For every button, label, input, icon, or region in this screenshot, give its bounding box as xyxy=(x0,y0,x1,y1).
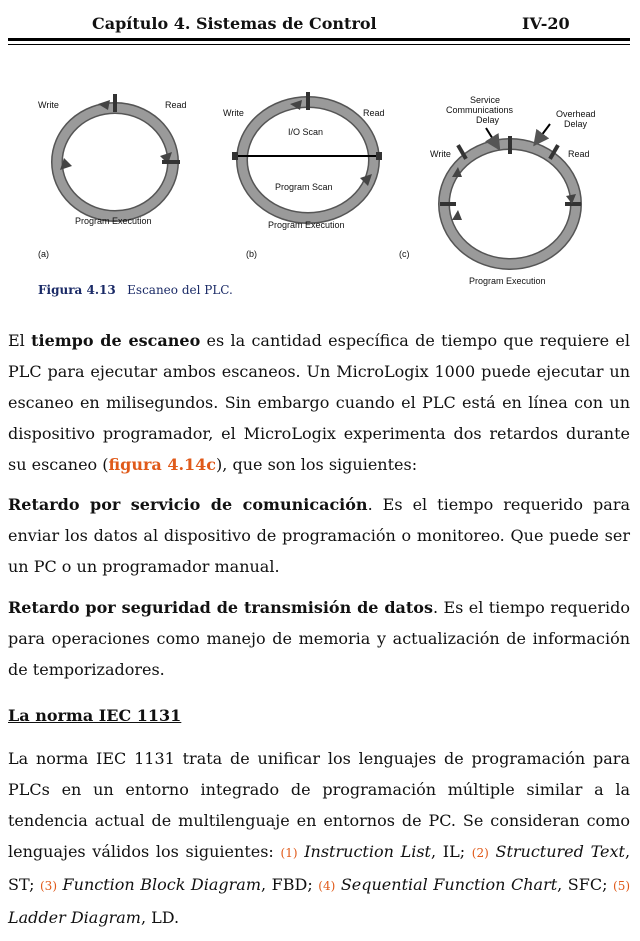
figure-caption: Figura 4.13 Escaneo del PLC. xyxy=(38,283,233,297)
list-number: (4) xyxy=(318,879,336,893)
arrow-icon xyxy=(360,174,372,186)
overhead-label: Overhead xyxy=(556,109,596,119)
service-label: Communications xyxy=(446,105,514,115)
subfig-label: (a) xyxy=(38,249,49,259)
paragraph-data-delay: Retardo por seguridad de transmisión de … xyxy=(8,598,630,679)
arrow-icon xyxy=(60,158,72,170)
read-label: Read xyxy=(568,149,590,159)
language-name: Structured Text xyxy=(495,842,625,861)
term-comm-delay: Retardo por servicio de comunicación xyxy=(8,495,368,514)
section-heading: La norma IEC 1131 xyxy=(8,706,182,725)
diagram-a: Write Read Program Execution (a) xyxy=(38,94,187,259)
subfig-label: (b) xyxy=(246,249,257,259)
diagram-c: Service Communications Delay Overhead De… xyxy=(399,95,596,286)
list-number: (3) xyxy=(40,879,57,893)
language-name: Function Block Diagram xyxy=(62,875,262,894)
language-name: Ladder Diagram xyxy=(8,908,141,927)
read-tick xyxy=(162,160,180,164)
language-name: Instruction List xyxy=(304,842,431,861)
read-tick xyxy=(306,92,310,110)
diagram-b: Write Read I/O Scan Program Scan Program… xyxy=(223,92,385,259)
service-label: Service xyxy=(470,95,500,105)
read-label: Read xyxy=(165,100,187,110)
execution-label: Program Execution xyxy=(268,220,345,230)
list-number: (1) xyxy=(280,846,298,860)
overhead-delay-arrow xyxy=(533,123,551,147)
plc-scan-figure: Write Read Program Execution (a) Write R… xyxy=(10,82,630,302)
subfig-label: (c) xyxy=(399,249,410,259)
arrow-icon xyxy=(566,194,576,204)
chapter-title: Capítulo 4. Sistemas de Control xyxy=(92,14,377,33)
arrow-icon xyxy=(98,100,110,110)
service-label: Delay xyxy=(476,115,500,125)
arrow-icon xyxy=(452,167,462,177)
page-number: IV-20 xyxy=(522,14,570,33)
write-label: Write xyxy=(223,108,244,118)
header-rule-thin xyxy=(8,44,630,45)
figure-number: Figura 4.13 xyxy=(38,283,116,297)
list-number: (5) xyxy=(613,879,631,893)
service-delay-arrow xyxy=(484,127,501,151)
language-name: Sequential Function Chart xyxy=(340,875,558,894)
page-header: Capítulo 4. Sistemas de Control IV-20 xyxy=(0,0,640,50)
program-scan-label: Program Scan xyxy=(275,182,333,192)
io-scan-label: I/O Scan xyxy=(288,127,323,137)
execution-label: Program Execution xyxy=(469,276,546,286)
term-data-delay: Retardo por seguridad de transmisión de … xyxy=(8,598,433,617)
read-tick xyxy=(113,94,117,112)
scan-diagrams: Write Read Program Execution (a) Write R… xyxy=(38,92,596,286)
figure-reference-link[interactable]: figura 4.14c xyxy=(108,455,217,474)
overhead-label: Delay xyxy=(564,119,588,129)
arrow-icon xyxy=(290,100,302,110)
execution-label: Program Execution xyxy=(75,216,152,226)
paragraph-iec-1131: La norma IEC 1131 trata de unificar los … xyxy=(8,749,631,927)
write-label: Write xyxy=(38,100,59,110)
term-scan-time: tiempo de escaneo xyxy=(31,331,201,350)
read-label: Read xyxy=(363,108,385,118)
paragraph-comm-delay: Retardo por servicio de comunicación. Es… xyxy=(8,495,631,576)
paragraph-scan-time: El tiempo de escaneo es la cantidad espe… xyxy=(8,331,630,474)
header-rule-thick xyxy=(8,38,630,41)
arrow-icon xyxy=(452,210,462,220)
list-number: (2) xyxy=(471,846,489,860)
write-label: Write xyxy=(430,149,451,159)
figure-caption-text: Escaneo del PLC. xyxy=(127,283,233,297)
